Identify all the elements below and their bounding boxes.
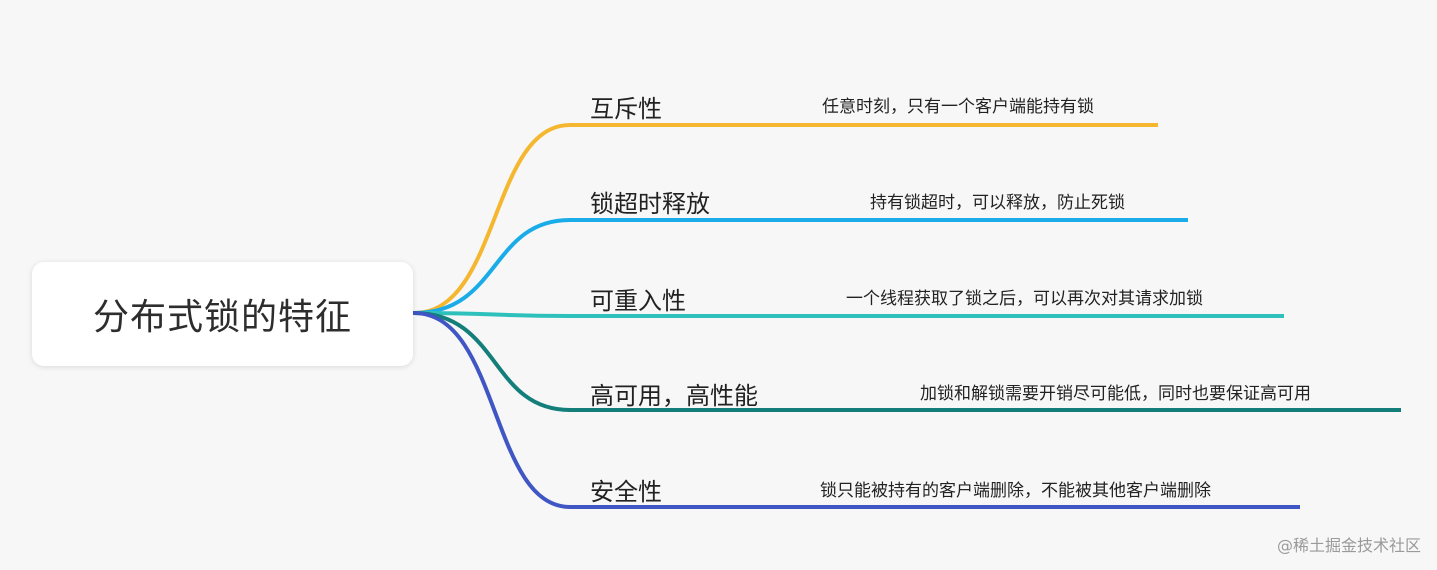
branch-connector-1 [412, 218, 572, 315]
branch-desc-2: 一个线程获取了锁之后，可以再次对其请求加锁 [846, 289, 1203, 309]
branch-connector-3 [412, 311, 572, 412]
branch-desc-0: 任意时刻，只有一个客户端能持有锁 [822, 97, 1094, 117]
branch-connector-0 [412, 123, 572, 315]
branch-connector-4 [412, 311, 572, 509]
branch-desc-1: 持有锁超时，可以释放，防止死锁 [870, 193, 1125, 213]
branch-desc-4: 锁只能被持有的客户端删除，不能被其他客户端删除 [820, 481, 1211, 501]
branch-desc-3: 加锁和解锁需要开销尽可能低，同时也要保证高可用 [920, 384, 1311, 404]
watermark: @稀土掘金技术社区 [1276, 536, 1421, 555]
root-node: 分布式锁的特征 [32, 262, 413, 366]
branch-label-3: 高可用，高性能 [590, 382, 758, 410]
branch-label-0: 互斥性 [590, 95, 662, 123]
branch-label-2: 可重入性 [590, 287, 686, 315]
branch-label-1: 锁超时释放 [590, 190, 710, 218]
branch-connector-2 [412, 311, 572, 318]
branch-label-4: 安全性 [590, 478, 662, 506]
root-node-label: 分布式锁的特征 [92, 297, 352, 338]
